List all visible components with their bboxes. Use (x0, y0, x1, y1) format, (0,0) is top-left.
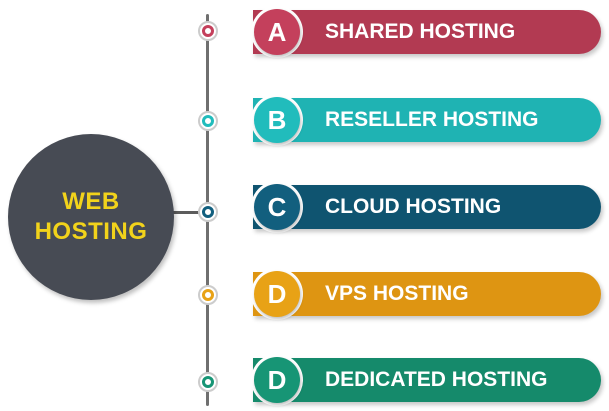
hosting-item-label: VPS HOSTING (325, 282, 469, 305)
letter-badge: D (254, 271, 300, 317)
hosting-item-dedicated: D DEDICATED HOSTING (251, 354, 601, 406)
web-hosting-hub: WEB HOSTING (8, 134, 174, 300)
hosting-item-label: RESELLER HOSTING (325, 108, 539, 131)
timeline-node-e (198, 372, 218, 392)
hosting-item-reseller: B RESELLER HOSTING (251, 94, 601, 146)
timeline-node-d (198, 285, 218, 305)
hub-connector (165, 211, 207, 214)
hosting-item-vps: D VPS HOSTING (251, 268, 601, 320)
timeline-node-a (198, 21, 218, 41)
letter-badge: D (254, 357, 300, 403)
letter-badge-frame: A (251, 6, 303, 58)
letter-badge: A (254, 9, 300, 55)
hosting-item-cloud: C CLOUD HOSTING (251, 181, 601, 233)
letter-badge-frame: C (251, 181, 303, 233)
timeline-node-b (198, 111, 218, 131)
hosting-item-label: DEDICATED HOSTING (325, 368, 548, 391)
hub-title-line-1: WEB (62, 188, 120, 215)
hosting-item-label: CLOUD HOSTING (325, 195, 502, 218)
letter-badge-frame: B (251, 94, 303, 146)
letter-badge: C (254, 184, 300, 230)
hub-title-line-2: HOSTING (34, 218, 148, 245)
timeline-node-c (198, 202, 218, 222)
hosting-item-label: SHARED HOSTING (325, 20, 516, 43)
letter-badge-frame: D (251, 354, 303, 406)
letter-badge-frame: D (251, 268, 303, 320)
hosting-item-shared: A SHARED HOSTING (251, 6, 601, 58)
letter-badge: B (254, 97, 300, 143)
